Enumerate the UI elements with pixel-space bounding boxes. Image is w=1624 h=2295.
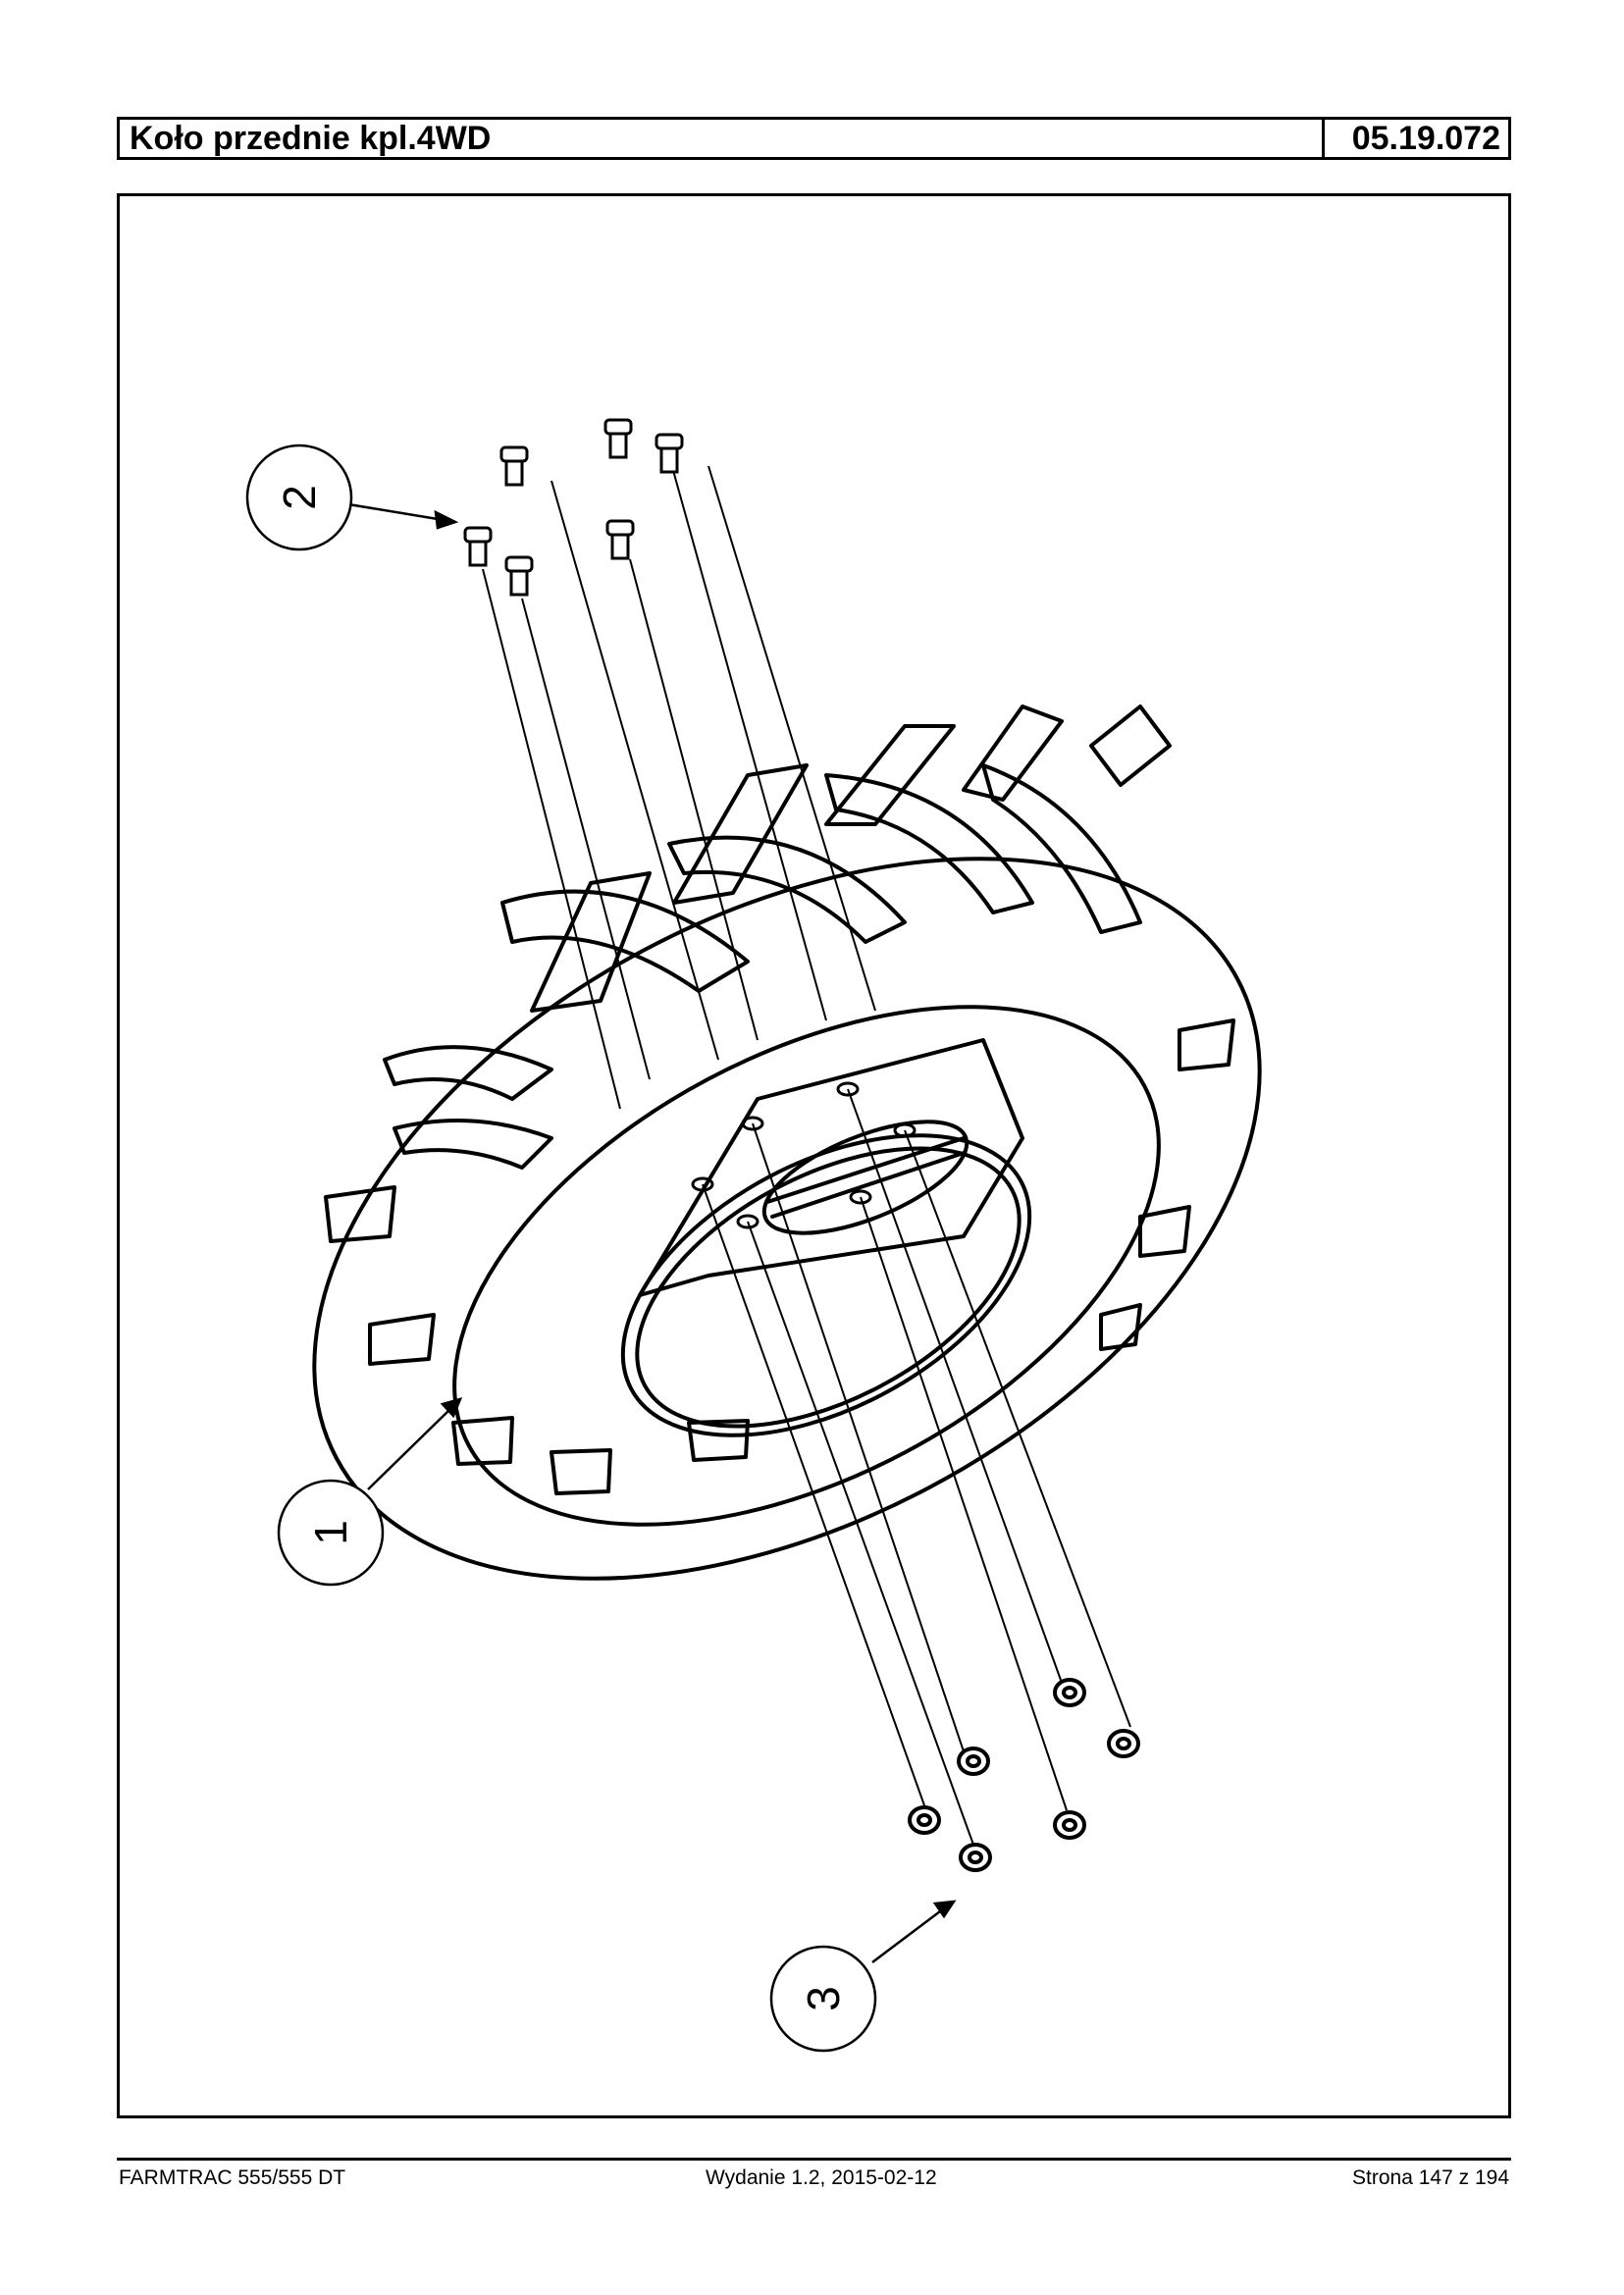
assembly-line (707, 465, 876, 1012)
callout-arrow-2 (434, 509, 459, 530)
nut-icon (957, 1747, 990, 1776)
tread-lug (1178, 1018, 1235, 1071)
tread-lug (824, 773, 1034, 914)
page-title: Koło przednie kpl.4WD (130, 120, 492, 157)
assembly-line (629, 558, 759, 1041)
tread-lug (368, 1313, 436, 1366)
bolt-icon (655, 433, 684, 474)
assembly-line (860, 1196, 1068, 1811)
nut-icon (959, 1843, 992, 1872)
tread-lug (530, 871, 652, 1013)
tread-lug (550, 1448, 612, 1495)
assembly-line (668, 455, 827, 1021)
bolt-hole (836, 1081, 860, 1097)
hub-plate (638, 1038, 1024, 1297)
callout-arrow-3 (932, 1900, 957, 1919)
bolt-icon (504, 555, 534, 597)
tread-lug (1089, 704, 1172, 787)
assembly-line (747, 1221, 974, 1846)
tread-lug (672, 763, 809, 905)
bolt-hole (691, 1176, 714, 1192)
tread-lug (451, 1416, 514, 1466)
callout-circle-1 (277, 1479, 385, 1587)
nut-icon (1053, 1810, 1086, 1840)
footer-divider (117, 2158, 1511, 2161)
tire-outline (312, 857, 1262, 1581)
tread-lug (981, 763, 1142, 934)
nut-icon (1053, 1678, 1086, 1707)
rim-outer (620, 1133, 1032, 1437)
assembly-line (904, 1129, 1131, 1728)
tread-lug (500, 889, 750, 993)
hub-center (761, 1120, 969, 1235)
bolt-icon (603, 418, 633, 459)
diagram-frame: 2 1 3 (117, 193, 1511, 2118)
callout-arrow-1 (440, 1397, 463, 1419)
callout-leader-1 (367, 1407, 452, 1490)
bolt-hole (741, 1116, 764, 1131)
hub-center-bar-2 (770, 1151, 966, 1219)
callout-label-1: 1 (305, 1520, 356, 1545)
bolt-hole (736, 1214, 760, 1229)
callout-leader-2 (347, 502, 445, 522)
tread-lug (962, 704, 1064, 802)
callout-leader-3 (871, 1907, 945, 1963)
wheel-exploded-diagram: 2 1 3 (245, 418, 1262, 2053)
tread-lug (824, 724, 956, 826)
assembly-line (702, 1183, 925, 1806)
tread-lug (1099, 1303, 1142, 1351)
tread-lug (393, 1119, 553, 1170)
callout-circle-2 (245, 443, 353, 551)
hub-center-bar (765, 1136, 966, 1204)
footer-page-number: Strona 147 z 194 (1352, 2166, 1509, 2189)
bolt-hole (893, 1122, 917, 1138)
assembly-line (550, 480, 719, 1061)
nut-icon (908, 1805, 941, 1835)
tire-inner-sidewall (452, 1005, 1161, 1527)
callout-label-3: 3 (798, 1986, 849, 2011)
part-code: 05.19.072 (1322, 120, 1508, 157)
bolt-icon (499, 445, 529, 487)
tread-lug (667, 835, 907, 944)
assembly-line (752, 1122, 965, 1752)
bolt-icon (463, 526, 493, 567)
bolt-icon (605, 519, 635, 560)
tread-lug (687, 1419, 750, 1462)
assembly-line (482, 568, 621, 1110)
nut-icon (1107, 1729, 1140, 1758)
tread-lug (324, 1185, 396, 1243)
tread-lug (383, 1045, 553, 1101)
callout-circle-3 (769, 1945, 877, 2053)
assembly-line (847, 1088, 1063, 1684)
callout-label-2: 2 (274, 485, 325, 510)
bolt-hole (849, 1189, 872, 1205)
title-bar: Koło przednie kpl.4WD 05.19.072 (117, 117, 1511, 160)
assembly-line (521, 598, 651, 1080)
footer-model: FARMTRAC 555/555 DT (119, 2166, 346, 2189)
tread-lug (1138, 1205, 1191, 1258)
footer-edition: Wydanie 1.2, 2015-02-12 (706, 2166, 937, 2189)
